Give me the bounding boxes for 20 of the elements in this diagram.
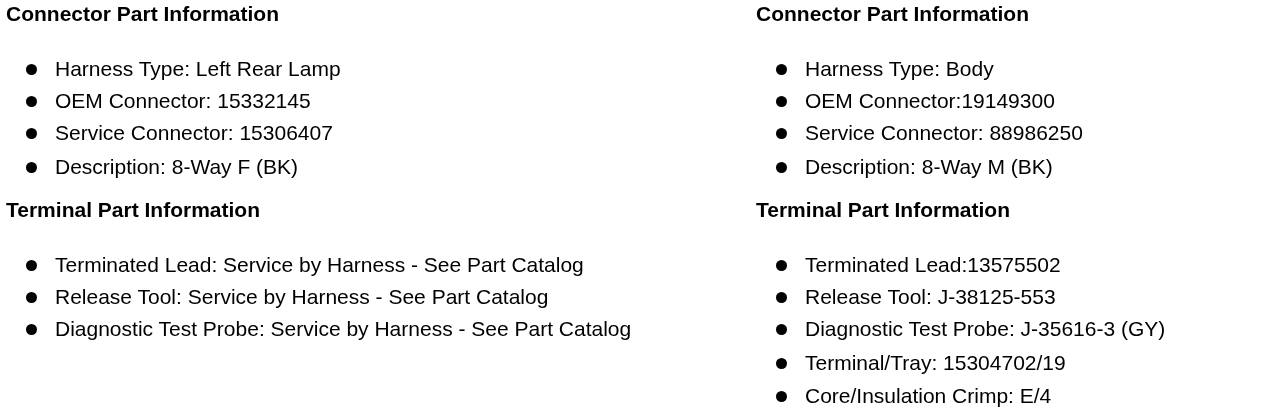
section-heading: Connector Part Information (756, 2, 1029, 26)
list-item-text: Service Connector: 15306407 (55, 121, 333, 145)
section-heading: Terminal Part Information (6, 198, 260, 222)
list-item-text: OEM Connector:19149300 (805, 89, 1055, 113)
list-item-text: Diagnostic Test Probe: Service by Harness - See Part Catalog (55, 317, 632, 341)
list-item-text: Release Tool: Service by Harness - See Part Catalog (55, 285, 549, 309)
list-item-text: Terminal/Tray: 15304702/19 (805, 351, 1066, 375)
list-item-text: Diagnostic Test Probe: J-35616-3 (GY) (805, 317, 1166, 341)
list-item-text: Harness Type: Body (805, 57, 994, 81)
list-item-text: Description: 8-Way M (BK) (805, 155, 1053, 179)
section-heading: Terminal Part Information (756, 198, 1010, 222)
section-heading: Connector Part Information (6, 2, 279, 26)
list-item-text: Service Connector: 88986250 (805, 121, 1083, 145)
list-item-text: Release Tool: J-38125-553 (805, 285, 1056, 309)
list-item-text: OEM Connector: 15332145 (55, 89, 311, 113)
list-item-text: Core/Insulation Crimp: E/4 (805, 384, 1052, 408)
list-item-text: Harness Type: Left Rear Lamp (55, 57, 341, 81)
list-item-text: Terminated Lead:13575502 (805, 253, 1061, 277)
list-item-text: Terminated Lead: Service by Harness - See Part Catalog (55, 253, 584, 277)
list-item-text: Description: 8-Way F (BK) (55, 155, 299, 179)
